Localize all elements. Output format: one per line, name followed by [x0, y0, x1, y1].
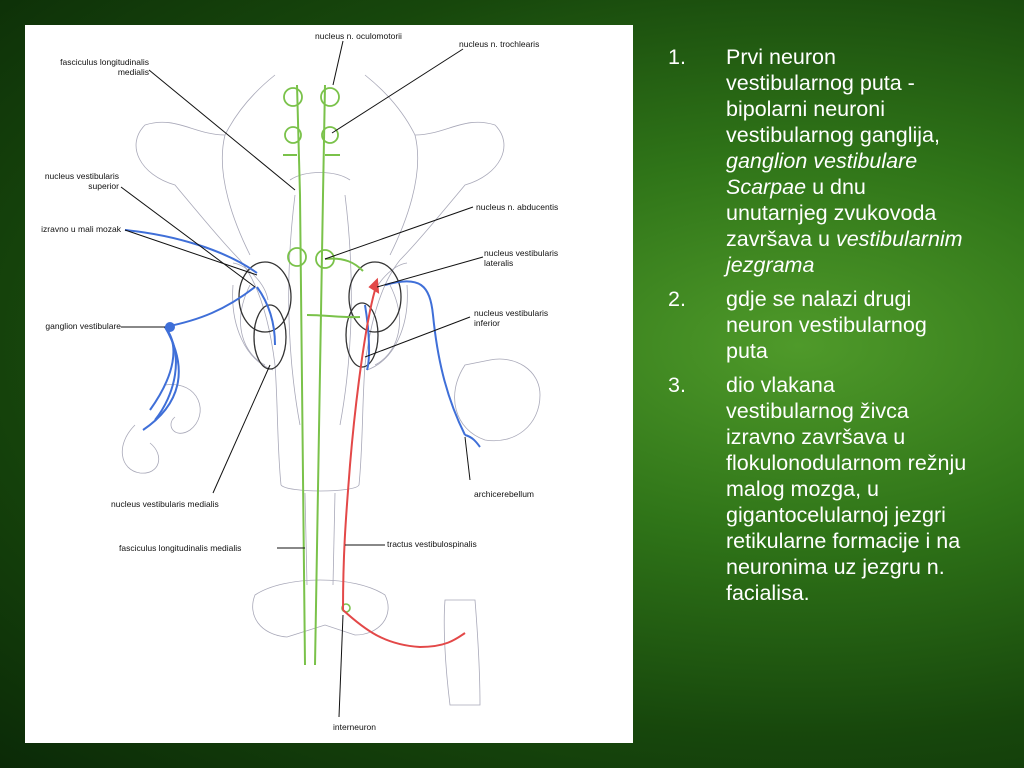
nucleus-vestibularis-lateralis-shape: [348, 261, 402, 333]
figure-labels: nucleus n. oculomotorii nucleus n. troch…: [41, 31, 558, 732]
label-interneuron: interneuron: [333, 722, 376, 732]
label-ganglion-vestibulare: ganglion vestibulare: [45, 321, 121, 331]
list-item: 1. Prvi neuron vestibularnog puta - bipo…: [668, 44, 968, 278]
label-nucleus-abducentis: nucleus n. abducentis: [476, 202, 558, 212]
label-flm-bottom: fasciculus longitudinalis medialis: [119, 543, 241, 553]
list-text: dio vlakana vestibularnog živca izravno …: [726, 373, 967, 605]
anatomy-outline: [121, 74, 541, 706]
nucleus-vestibularis-superior-shape: [238, 261, 292, 333]
leader-lines: [120, 40, 484, 718]
list-text: gdje se nalazi drugi neuron vestibularno…: [726, 287, 927, 363]
list-number: 3.: [668, 373, 686, 397]
label-vest-sup-2: superior: [88, 181, 119, 191]
label-archicerebellum: archicerebellum: [474, 489, 534, 499]
label-flm-top-1: fasciculus longitudinalis: [60, 57, 149, 67]
list-text-italic: vestibularnim jezgrama: [726, 227, 963, 277]
list-item: 3. dio vlakana vestibularnog živca izrav…: [668, 372, 968, 606]
label-vest-inf-2: inferior: [474, 318, 500, 328]
label-mali-mozak: izravno u mali mozak: [41, 224, 122, 234]
numbered-list: 1. Prvi neuron vestibularnog puta - bipo…: [668, 44, 968, 614]
list-text: u dnu unutarnjeg zvukovoda završava u: [726, 175, 937, 251]
label-vest-lat-2: lateralis: [484, 258, 513, 268]
label-flm-top-2: medialis: [118, 67, 149, 77]
label-vest-lat-1: nucleus vestibularis: [484, 248, 558, 258]
label-vest-medialis: nucleus vestibularis medialis: [111, 499, 219, 509]
nuclei: [238, 261, 402, 370]
fasciculus-green: [283, 84, 364, 666]
list-text: Prvi neuron vestibularnog puta - bipolar…: [726, 45, 940, 147]
list-number: 1.: [668, 45, 686, 69]
list-text-italic: ganglion vestibulare Scarpae: [726, 149, 918, 199]
label-vest-sup-1: nucleus vestibularis: [45, 171, 119, 181]
label-tractus-vestibulospinalis: tractus vestibulospinalis: [387, 539, 477, 549]
label-nucleus-trochlearis: nucleus n. trochlearis: [459, 39, 539, 49]
nucleus-vestibularis-inferior-shape: [345, 302, 379, 368]
nucleus-vestibularis-medialis-shape: [253, 304, 287, 370]
brainstem-diagram: nucleus n. oculomotorii nucleus n. troch…: [25, 25, 633, 743]
list-number: 2.: [668, 287, 686, 311]
label-vest-inf-1: nucleus vestibularis: [474, 308, 548, 318]
vestibular-pathway-svg: nucleus n. oculomotorii nucleus n. troch…: [41, 31, 558, 732]
list-item: 2. gdje se nalazi drugi neuron vestibula…: [668, 286, 968, 364]
label-nucleus-oculomotorii: nucleus n. oculomotorii: [315, 31, 402, 41]
tractus-red: [342, 277, 466, 649]
